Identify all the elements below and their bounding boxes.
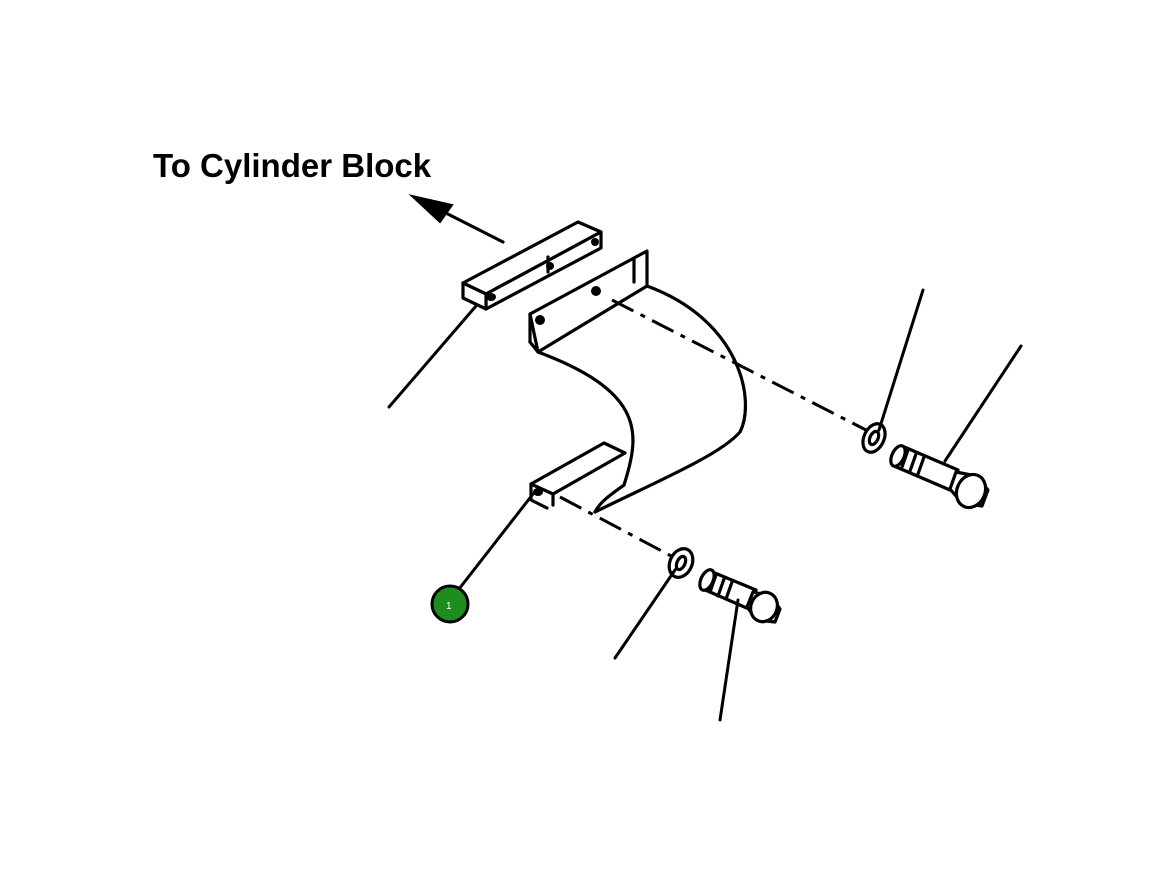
leader-lines (387, 288, 1023, 722)
direction-label: To Cylinder Block (153, 147, 432, 184)
upper-washer (861, 422, 887, 454)
callout-1[interactable]: 1 (430, 584, 470, 624)
direction-arrow (408, 194, 505, 244)
curved-bracket (528, 249, 747, 514)
assembly-centerlines (559, 298, 867, 560)
lower-bolt (698, 568, 782, 624)
callout-1-badge[interactable] (430, 584, 470, 624)
mounting-block (461, 220, 603, 311)
upper-bolt (889, 444, 990, 510)
callout-1-number: 1 (446, 601, 452, 612)
